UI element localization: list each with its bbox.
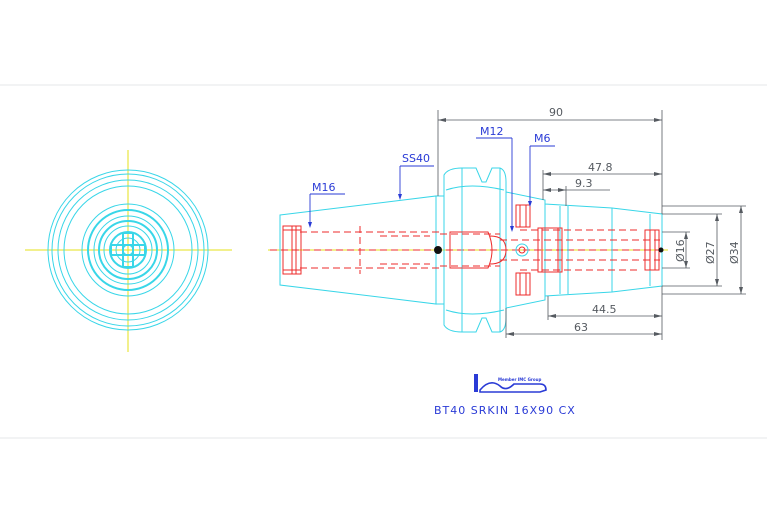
- dim-44-5: 44.5: [592, 303, 617, 316]
- viewport-border: [0, 84, 767, 439]
- dim-63: 63: [574, 321, 588, 334]
- dim-dia-16: Ø16: [674, 239, 687, 262]
- logo-tagline: Member IMC Group: [498, 377, 541, 382]
- label-m12: M12: [480, 125, 504, 138]
- outer-flange-circle: [47, 169, 209, 331]
- label-ss40: SS40: [402, 152, 430, 165]
- annotations: M16 SS40 M12 M6: [308, 125, 555, 232]
- dim-overall-length: 90: [549, 106, 563, 119]
- dim-47-8: 47.8: [588, 161, 613, 174]
- logo-mark: [474, 374, 478, 392]
- m6-bottom: [515, 272, 531, 296]
- dim-dia-34: Ø34: [728, 241, 741, 264]
- dim-9-3: 9.3: [575, 177, 593, 190]
- dim-dia-27: Ø27: [704, 241, 717, 264]
- ref-dot-left: [434, 246, 442, 254]
- m6-top: [515, 204, 531, 228]
- dimension-lines: [437, 110, 746, 340]
- logo: Member IMC Group iscar: [474, 374, 547, 393]
- drawing-title: BT40 SRKIN 16X90 CX: [434, 404, 576, 417]
- end-view: [25, 150, 232, 352]
- label-m16: M16: [312, 181, 336, 194]
- ref-dot-right: [658, 247, 664, 253]
- label-m6: M6: [534, 132, 551, 145]
- dimension-texts: 90 47.8 9.3 44.5 63 Ø16 Ø27 Ø34: [549, 106, 741, 334]
